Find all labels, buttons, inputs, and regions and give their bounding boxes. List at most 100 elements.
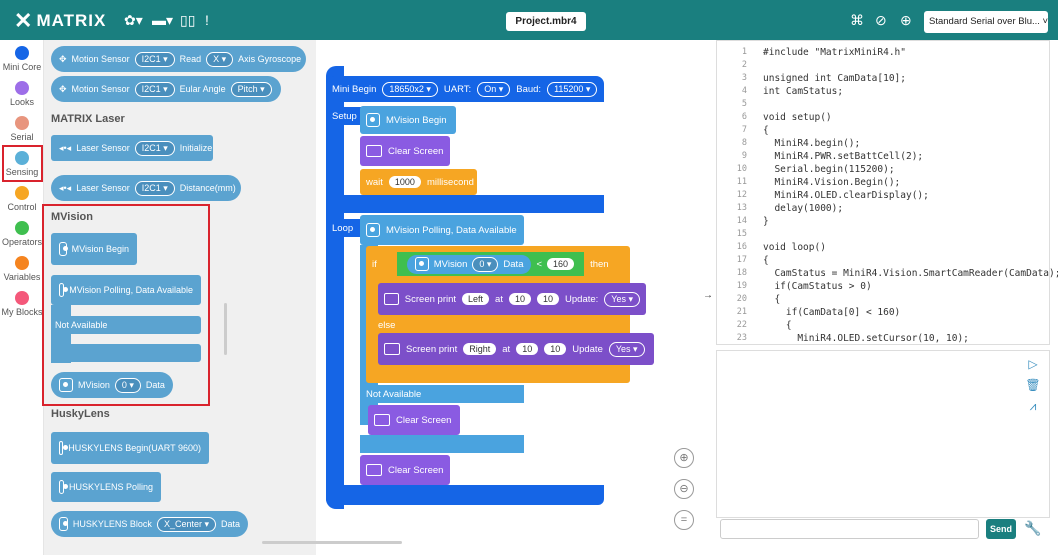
help-icon[interactable]: ! [205, 12, 209, 28]
line-number: 21 [736, 307, 747, 317]
chart-icon[interactable]: ⩘ [1029, 399, 1037, 413]
collapse-arrow-icon[interactable]: → [703, 290, 713, 301]
folder-icon[interactable]: ▬▾ [152, 12, 174, 28]
connect-icon[interactable]: ⊕ [900, 12, 912, 28]
screen-icon [384, 293, 399, 305]
line-number: 19 [736, 281, 747, 291]
book-icon[interactable]: ▯▯ [180, 12, 196, 28]
serial-select[interactable]: Standard Serial over Blu... ˅ [924, 11, 1048, 33]
command-icon[interactable]: ⌘ [850, 12, 864, 28]
send-button[interactable]: Send [986, 519, 1016, 539]
cat-control[interactable]: Control [0, 186, 44, 212]
not-available-label: Not Available [51, 316, 201, 334]
code-line: { [763, 294, 781, 305]
huskylens-begin-block[interactable]: HUSKYLENS Begin(UART 9600) [51, 432, 209, 464]
line-number: 5 [741, 99, 747, 109]
cat-looks[interactable]: Looks [0, 81, 44, 107]
camera-icon [59, 480, 68, 494]
loop-footer [326, 485, 604, 505]
line-number: 18 [736, 268, 747, 278]
sensing-highlight-box [2, 145, 43, 182]
motion-icon: ✥ [59, 53, 67, 64]
line-number: 9 [741, 151, 747, 161]
motion-icon: ✥ [59, 83, 67, 94]
zoom-out-icon[interactable]: ⊖ [674, 479, 694, 499]
code-line: { [763, 320, 792, 331]
code-line: MiniR4.Vision.Begin(); [763, 177, 901, 188]
polling-footer [360, 435, 524, 453]
camera-icon [366, 223, 380, 237]
screen-icon [374, 414, 390, 426]
huskylens-polling-block[interactable]: HUSKYLENS Polling [51, 472, 161, 502]
mvision-highlight-box [42, 204, 210, 406]
camera-icon [59, 378, 73, 392]
zoom-reset-icon[interactable]: = [674, 510, 694, 530]
line-number: 1 [741, 47, 747, 57]
main-wrapper-spine [326, 66, 344, 509]
line-number: 8 [741, 138, 747, 148]
huskylens-section-title: HuskyLens [51, 408, 110, 420]
canvas-clear-screen-3[interactable]: Clear Screen [360, 455, 450, 485]
palette-icon[interactable]: ✿▾ [124, 12, 143, 28]
code-line: MiniR4.PWR.setBattCell(2); [763, 151, 924, 162]
loop-label: Loop [326, 219, 364, 237]
code-line: if(CamData[0] < 160) [763, 307, 901, 318]
trash-icon[interactable]: 🗑 [1025, 378, 1041, 392]
cat-sensing[interactable]: Sensing [0, 151, 44, 177]
play-icon[interactable]: ▷ [1028, 357, 1038, 371]
cat-mini-core[interactable]: Mini Core [0, 46, 44, 72]
mvision-polling-block[interactable]: MVision Polling, Data Available [51, 275, 201, 305]
cat-my-blocks[interactable]: My Blocks [0, 291, 44, 317]
top-bar: ✕ MATRIX ✿▾ ▬▾ ▯▯ ! Project.mbr4 ⌘ ⊘ ⊕ S… [0, 0, 1058, 40]
line-number: 15 [736, 229, 747, 239]
logo-mark-icon: ✕ [14, 8, 33, 33]
code-line: { [763, 125, 769, 136]
code-line: delay(1000); [763, 203, 844, 214]
serial-send-input[interactable] [720, 519, 979, 539]
line-number: 12 [736, 190, 747, 200]
mvision-begin-block[interactable]: MVision Begin [51, 233, 137, 265]
mvision-polling-footer [51, 344, 201, 362]
wrench-icon[interactable]: 🔧 [1024, 520, 1042, 536]
code-line: Serial.begin(115200); [763, 164, 895, 175]
not-available-row: Not Available [360, 385, 524, 403]
cat-variables[interactable]: Variables [0, 256, 44, 282]
canvas-mvision-polling[interactable]: MVision Polling, Data Available [360, 215, 524, 245]
camera-icon [414, 257, 429, 271]
line-number: 17 [736, 255, 747, 265]
code-line: MiniR4.begin(); [763, 138, 861, 149]
canvas-horizontal-scrollbar[interactable] [262, 541, 402, 544]
flyout-scrollbar[interactable] [224, 303, 227, 355]
cat-operators[interactable]: Operators [0, 221, 44, 247]
cat-serial[interactable]: Serial [0, 116, 44, 142]
check-icon[interactable]: ⊘ [875, 12, 887, 28]
line-number: 13 [736, 203, 747, 213]
canvas-clear-screen-1[interactable]: Clear Screen [360, 136, 450, 166]
code-line: void loop() [763, 242, 826, 253]
zoom-in-icon[interactable]: ⊕ [674, 448, 694, 468]
project-title[interactable]: Project.mbr4 [506, 12, 586, 31]
setup-footer [326, 195, 604, 213]
screen-icon [366, 464, 382, 476]
serial-monitor[interactable] [716, 350, 1050, 518]
canvas-clear-screen-2[interactable]: Clear Screen [368, 405, 460, 435]
code-line: MiniR4.OLED.clearDisplay(); [763, 190, 929, 201]
logo-text: MATRIX [36, 11, 107, 30]
canvas-mvision-begin[interactable]: MVision Begin [360, 106, 456, 134]
code-line: void setup() [763, 112, 832, 123]
code-line: MiniR4.OLED.setCursor(10, 10); [763, 333, 969, 344]
